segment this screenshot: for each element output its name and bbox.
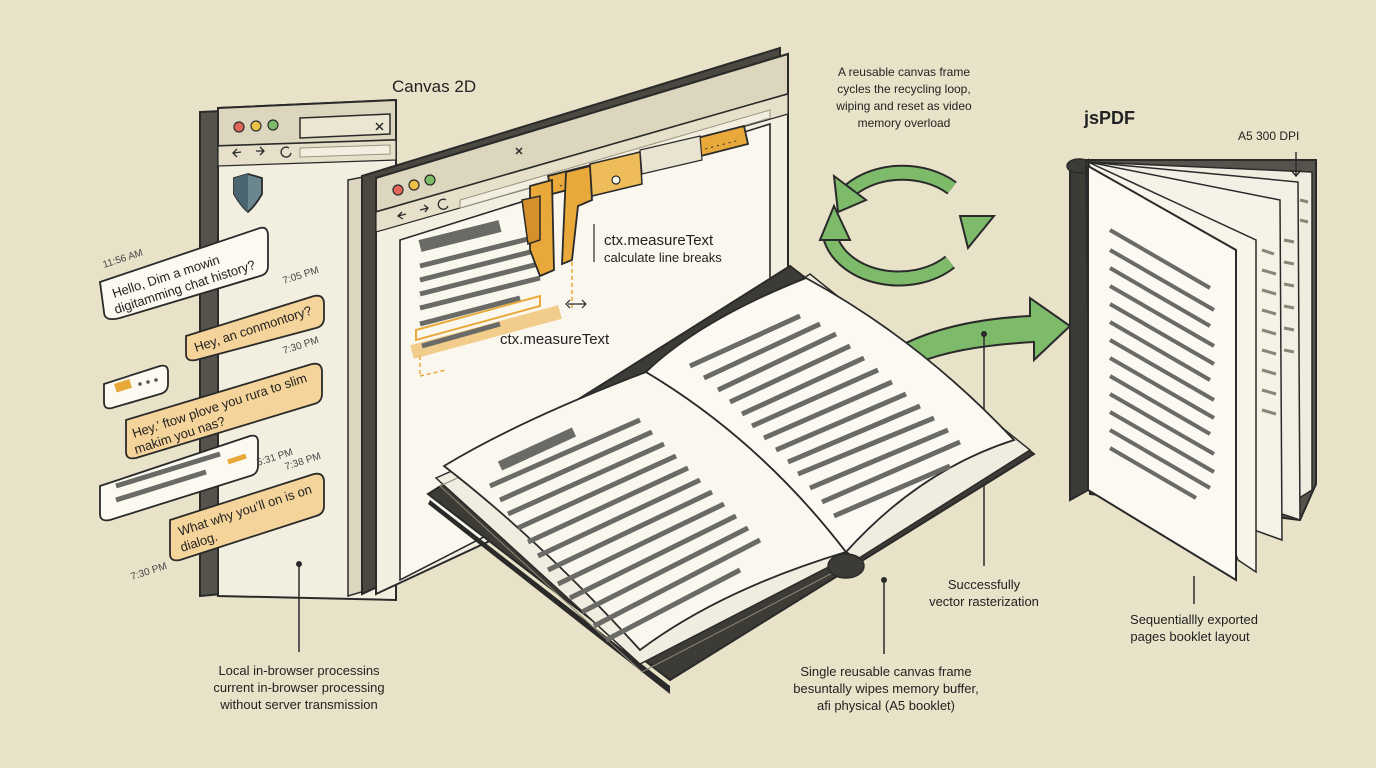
svg-text:cycles the recycling loop,: cycles the recycling loop, (837, 82, 970, 96)
svg-text:pages booklet layout: pages booklet layout (1130, 629, 1250, 644)
window-maximize-dot (267, 119, 279, 131)
reload-icon[interactable] (280, 146, 292, 158)
open-book (426, 264, 1036, 694)
measure-text-callout-title: ctx.measureText (604, 232, 714, 249)
book-left-text (488, 417, 762, 643)
arrow-right-icon[interactable] (419, 204, 429, 213)
svg-text:wiping and reset as video: wiping and reset as video (835, 99, 972, 113)
export-arrow-icon (898, 296, 1072, 364)
chat-time: 7:30 PM (130, 561, 169, 583)
window-close-dot (392, 184, 404, 196)
svg-text:vector rasterization: vector rasterization (929, 594, 1039, 609)
measure-text-callout-desc: calculate line breaks (604, 250, 722, 265)
recycle-note: A reusable canvas frame cycles the recyc… (835, 65, 972, 130)
svg-text:memory overload: memory overload (858, 116, 951, 130)
svg-text:Single reusable canvas frame: Single reusable canvas frame (800, 664, 971, 679)
arrow-right-icon[interactable] (256, 146, 265, 156)
pdf-booklet (1066, 152, 1317, 582)
reload-icon[interactable] (437, 198, 449, 210)
rasterization-note: Successfully vector rasterization (929, 577, 1039, 609)
jspdf-title: jsPDF (1083, 108, 1135, 128)
recycle-arrows-icon (818, 164, 997, 287)
svg-text:Local in-browser processins: Local in-browser processins (218, 663, 380, 678)
local-processing-note: Local in-browser processins current in-b… (213, 663, 384, 712)
export-note: Sequentiallly exported pages booklet lay… (1130, 612, 1258, 644)
svg-text:Sequentiallly exported: Sequentiallly exported (1130, 612, 1258, 627)
window-close-dot (233, 121, 245, 133)
arrow-left-icon[interactable] (232, 148, 242, 158)
svg-text:without server transmission: without server transmission (219, 697, 378, 712)
canvas-text-lines (418, 220, 547, 327)
close-icon[interactable] (515, 147, 523, 155)
svg-text:current in-browser processing: current in-browser processing (213, 680, 384, 695)
window-minimize-dot (408, 179, 420, 191)
a5-dpi-label: A5 300 DPI (1238, 129, 1299, 143)
booklet-page-text (1108, 228, 1215, 500)
canvas-frame-note: Single reusable canvas frame besuntally … (793, 664, 978, 713)
svg-text:afi physical (A5 booklet): afi physical (A5 booklet) (817, 698, 955, 713)
chat-time: 11:56 AM (102, 248, 145, 271)
measured-line-highlight (410, 262, 587, 377)
canvas-2d-title: Canvas 2D (392, 77, 476, 96)
svg-text:besuntally wipes memory buffer: besuntally wipes memory buffer, (793, 681, 978, 696)
window-minimize-dot (250, 120, 262, 132)
svg-text:A reusable canvas frame: A reusable canvas frame (838, 65, 970, 79)
caliper-icon (521, 124, 750, 278)
arrow-left-icon[interactable] (396, 211, 407, 220)
close-icon[interactable] (375, 122, 384, 131)
measure-text-small-label: ctx.measureText (500, 331, 610, 348)
chat-bubble: 11:56 AM Hello, Dim a mowin digitamming … (99, 226, 269, 321)
book-right-text (688, 313, 961, 519)
chat-bubble (103, 364, 169, 410)
window-maximize-dot (424, 174, 436, 186)
shield-icon (233, 173, 263, 214)
svg-text:Successfully: Successfully (948, 577, 1021, 592)
